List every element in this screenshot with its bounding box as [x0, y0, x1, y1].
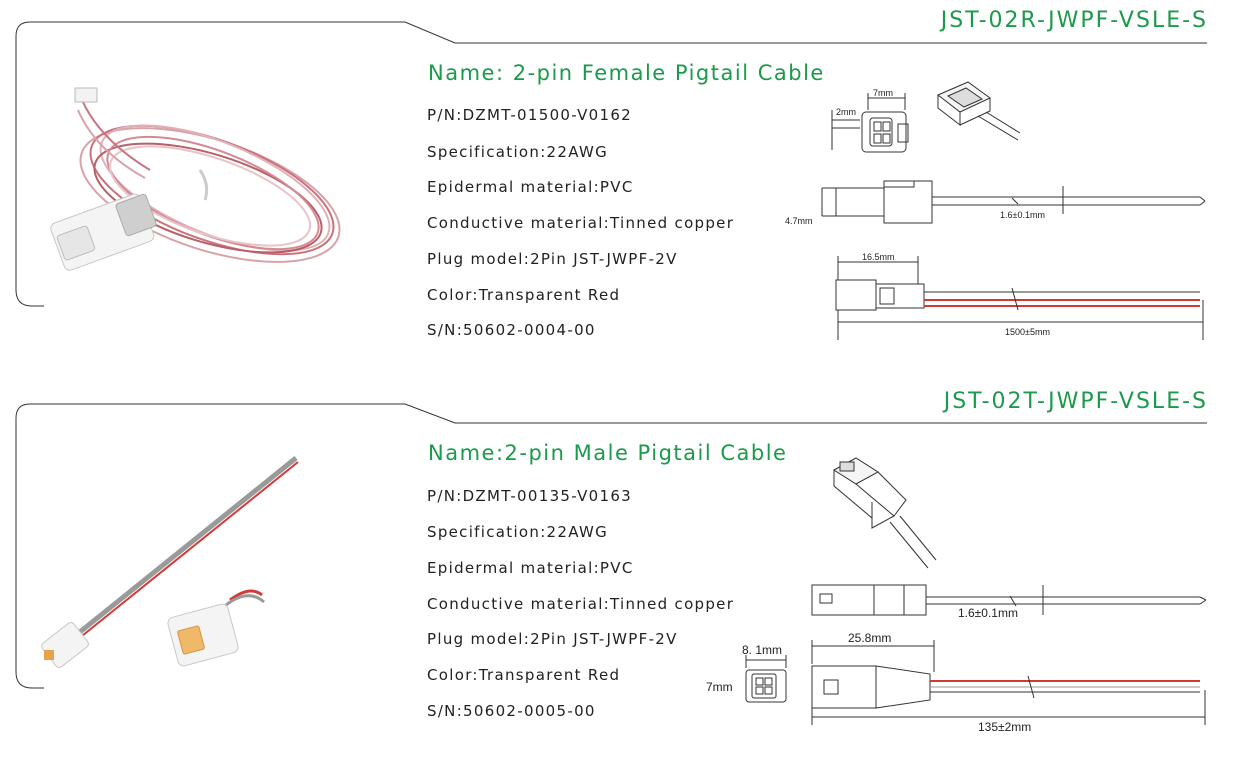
p2-dim-cable-len: 135±2mm [978, 720, 1031, 734]
product-2-spec: Epidermal material:PVC [427, 559, 634, 577]
product-2-frame [15, 403, 1207, 689]
p1-side-view [821, 180, 1206, 224]
p1-dim-width: 7mm [873, 88, 893, 98]
female-plug-photo [50, 193, 157, 271]
product-1-name: Name: 2-pin Female Pigtail Cable [428, 61, 825, 85]
p1-iso-view [937, 81, 1021, 141]
product-1-spec: Color:Transparent Red [427, 286, 621, 304]
product-1-spec: Conductive material:Tinned copper [427, 214, 735, 232]
p2-iso-view [833, 457, 937, 569]
p2-dim-plug-len: 25.8mm [848, 631, 891, 645]
p2-side-view [811, 584, 1207, 616]
product-2-spec: Specification:22AWG [427, 523, 609, 541]
p1-dim-plug-len: 16.5mm [862, 252, 895, 262]
p1-dim-height: 2mm [836, 107, 856, 117]
product-2-name: Name:2-pin Male Pigtail Cable [428, 441, 788, 465]
p2-dim-face-width: 8. 1mm [742, 643, 782, 657]
p1-dim-cable-len: 1500±5mm [1005, 327, 1050, 337]
product-1-spec: Plug model:2Pin JST-JWPF-2V [427, 250, 678, 268]
product-2-spec: Conductive material:Tinned copper [427, 595, 735, 613]
product-1-spec: Specification:22AWG [427, 143, 609, 161]
p1-dim-wire-dia: 1.6±0.1mm [1000, 210, 1045, 220]
product-2-spec: S/N:50602-0005-00 [427, 702, 596, 720]
p2-top-view [811, 640, 1206, 725]
p2-dim-face-height: 7mm [706, 680, 733, 694]
product-2-code: JST-02T-JWPF-VSLE-S [943, 389, 1208, 414]
product-2-spec: P/N:DZMT-00135-V0163 [427, 487, 633, 505]
product-1-code: JST-02R-JWPF-VSLE-S [940, 8, 1208, 33]
product-2-spec: Color:Transparent Red [427, 666, 621, 684]
p1-top-view [835, 256, 1204, 340]
product-1-spec: S/N:50602-0004-00 [427, 321, 596, 339]
p1-dim-plug-height: 4.7mm [785, 216, 813, 226]
product-1-spec: Epidermal material:PVC [427, 178, 634, 196]
cable-coil-photo [74, 87, 341, 263]
p2-dim-wire-dia: 1.6±0.1mm [958, 606, 1018, 620]
product-1-frame [15, 21, 1207, 307]
p1-front-view [831, 93, 909, 153]
p2-front-view [745, 655, 787, 703]
product-2-spec: Plug model:2Pin JST-JWPF-2V [427, 630, 678, 648]
pigtail-cable-photo [41, 456, 299, 669]
product-1-spec: P/N:DZMT-01500-V0162 [427, 106, 633, 124]
